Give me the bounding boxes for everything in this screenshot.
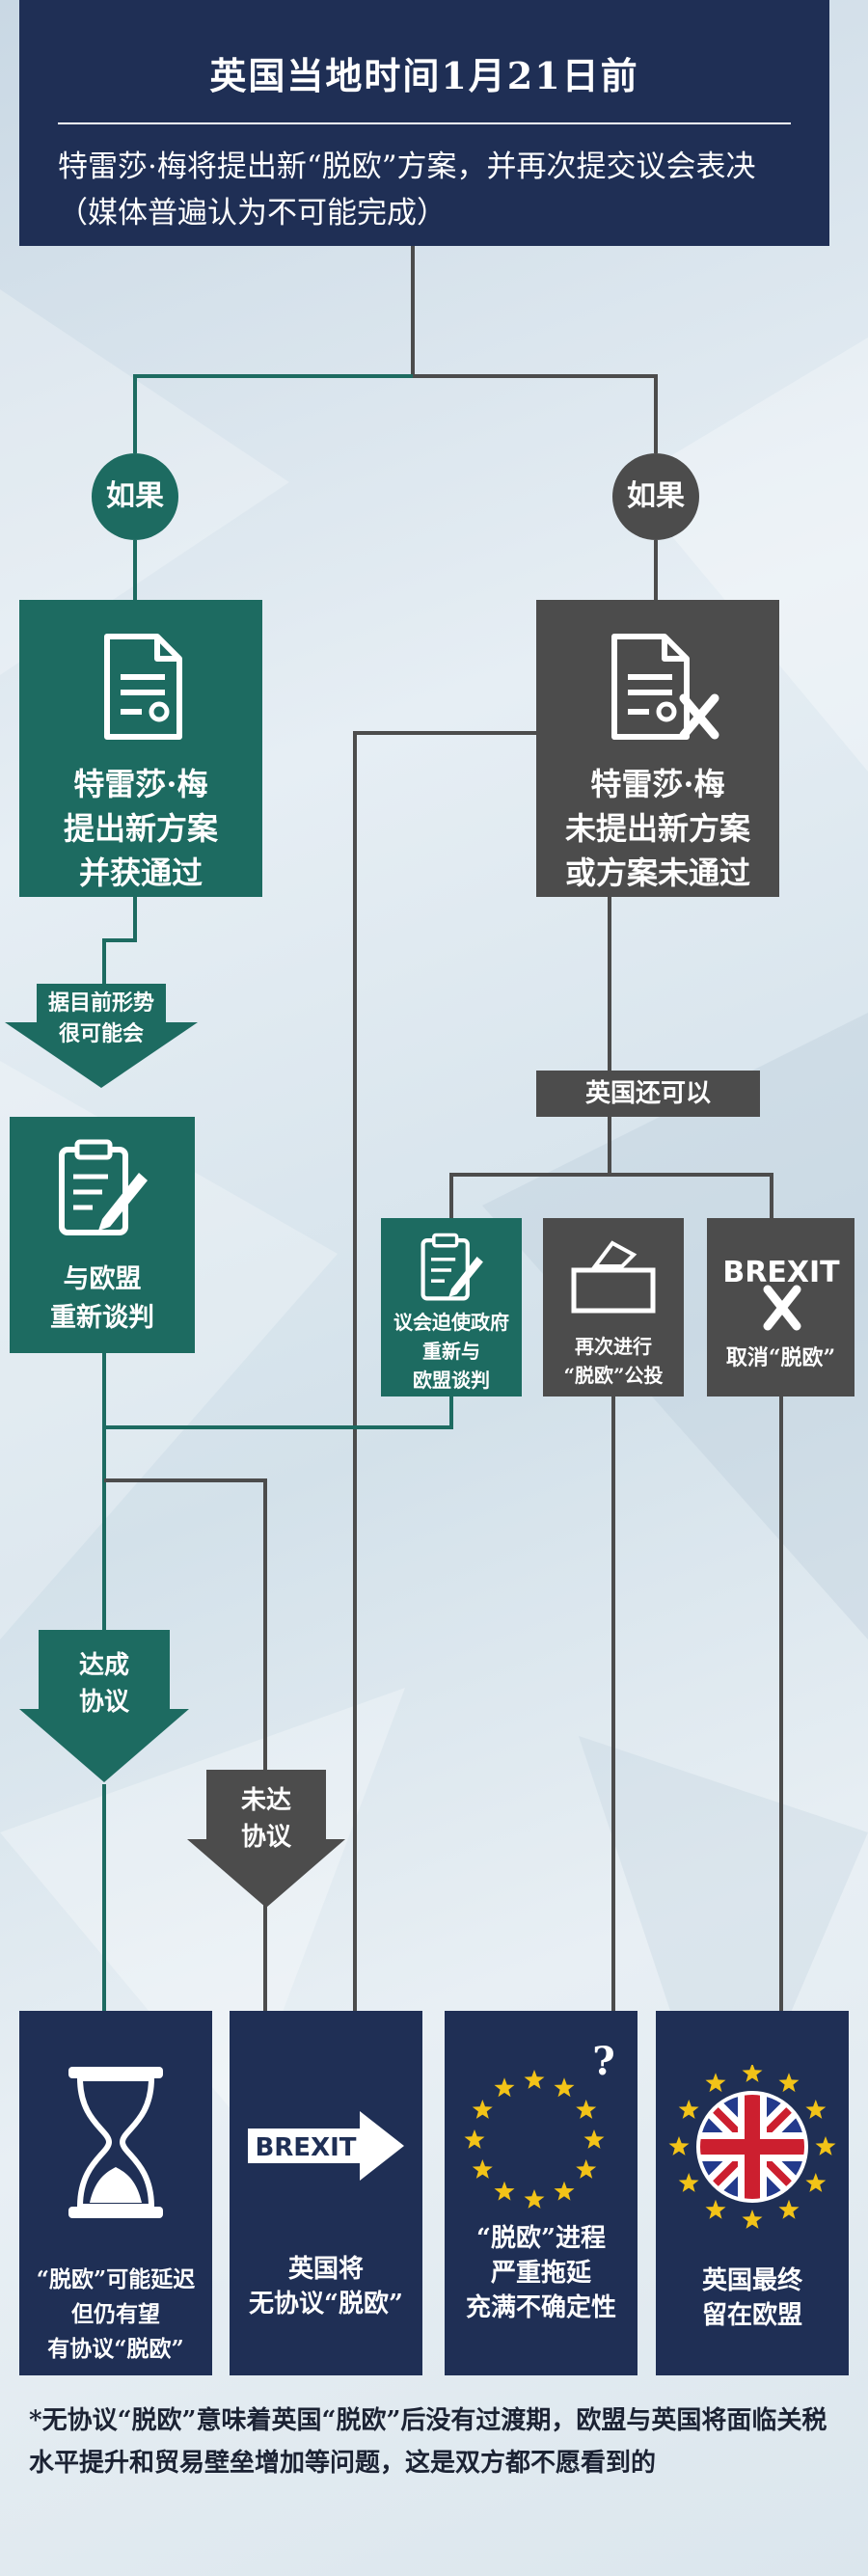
outcome-remain-line1: 英国最终: [701, 2266, 802, 2295]
header-divider: [58, 122, 791, 124]
option-referendum-line2: “脱欧”公投: [563, 1364, 664, 1387]
option-parliament-line1: 议会迫使政府: [393, 1311, 509, 1334]
clipboard-pen-icon: [59, 1139, 148, 1235]
deal-arrow-shape: [19, 1630, 189, 1782]
likely-arrow-line1: 据目前形势: [47, 990, 154, 1016]
header-box: 英国当地时间1月21日前 特雷莎·梅将提出新“脱欧”方案，并再次提交议会表决（媒…: [19, 0, 829, 246]
plan-failed-box: 特雷莎·梅 未提出新方案 或方案未通过: [536, 600, 779, 897]
eu-star-icon: [805, 2100, 827, 2119]
renegotiate-line2: 重新谈判: [50, 1303, 154, 1333]
uk-can-label: 英国还可以: [536, 1071, 760, 1117]
eu-star-icon: [742, 2210, 763, 2229]
eu-star-icon: [472, 2100, 493, 2119]
option-parliament-line2: 重新与: [422, 1340, 480, 1363]
clipboard-pen-icon: [420, 1233, 483, 1301]
option-parliament-line3: 欧盟谈判: [413, 1369, 490, 1392]
if-circle-left: 如果: [92, 453, 178, 540]
eu-star-icon: [472, 2159, 493, 2179]
eu-star-icon: [705, 2073, 726, 2093]
plan-passed-line3: 并获通过: [78, 854, 203, 891]
option-cancel-label: 取消“脱欧”: [725, 1345, 836, 1370]
brexit-arrow-icon: BREXIT: [248, 2111, 404, 2181]
likely-arrow-line2: 很可能会: [58, 1021, 144, 1046]
eu-star-icon: [494, 2077, 515, 2098]
outcome-remain-box: 英国最终 留在欧盟: [656, 2011, 849, 2375]
document-icon: [104, 634, 182, 740]
eu-star-icon: [742, 2065, 763, 2082]
eu-star-icon: [678, 2173, 699, 2192]
eu-star-icon: [464, 2129, 485, 2149]
option-referendum-line1: 再次进行: [575, 1335, 652, 1358]
eu-star-icon: [778, 2199, 800, 2219]
nodeal-arrow-shape: [187, 1770, 345, 1908]
nodeal-arrow-line1: 未达: [240, 1786, 291, 1815]
outcome-remain-line2: 留在欧盟: [701, 2301, 802, 2330]
nodeal-arrow-label: 未达 协议: [206, 1782, 326, 1856]
eu-star-icon: [778, 2073, 800, 2093]
renegotiate-box: 与欧盟 重新谈判: [10, 1117, 195, 1353]
deal-arrow-label: 达成 协议: [39, 1647, 170, 1721]
eu-stars-question-icon: ?: [464, 2039, 615, 2209]
deal-arrow-line2: 协议: [78, 1688, 129, 1717]
plan-passed-box: 特雷莎·梅 提出新方案 并获通过: [19, 600, 262, 897]
outcome-uncertain-line2: 严重拖延: [490, 2259, 591, 2288]
eu-star-icon: [524, 2189, 545, 2209]
question-mark-icon: ?: [592, 2039, 614, 2084]
outcome-uncertain-box: ? “脱欧”进程 严重拖延 充满不确定性: [445, 2011, 637, 2375]
eu-star-icon: [678, 2100, 699, 2119]
outcome-uncertain-line1: “脱欧”进程: [476, 2224, 606, 2253]
renegotiate-line1: 与欧盟: [63, 1264, 142, 1294]
ballot-box-icon: [571, 1240, 656, 1314]
eu-star-icon: [815, 2136, 836, 2156]
eu-star-icon: [705, 2199, 726, 2219]
outcome-delay-line1: “脱欧”可能延迟: [36, 2266, 196, 2292]
outcome-delay-line2: 但仍有望: [71, 2301, 160, 2327]
brexit-crossed-icon: BREXIT: [722, 1256, 840, 1331]
likely-arrow-label: 据目前形势 很可能会: [29, 988, 174, 1049]
cancel-brexit-word: BREXIT: [722, 1256, 840, 1289]
plan-failed-line1: 特雷莎·梅: [590, 766, 725, 802]
outcome-uncertain-line3: 充满不确定性: [465, 2293, 616, 2322]
eu-star-icon: [494, 2181, 515, 2201]
outcome-nodeal-box: BREXIT 英国将 无协议“脱欧”: [230, 2011, 422, 2375]
header-subtitle: 特雷莎·梅将提出新“脱欧”方案，并再次提交议会表决（媒体普遍认为不可能完成）: [58, 149, 756, 230]
outcome-delay-box: “脱欧”可能延迟 但仍有望 有协议“脱欧”: [19, 2011, 212, 2375]
eu-star-icon: [805, 2173, 827, 2192]
likely-arrow-shape: [5, 984, 198, 1088]
eu-star-icon: [554, 2181, 575, 2201]
nodeal-brexit-word: BREXIT: [255, 2133, 356, 2162]
deal-arrow-line1: 达成: [78, 1651, 129, 1680]
if-circle-right: 如果: [612, 453, 699, 540]
option-parliament-box: 议会迫使政府 重新与 欧盟谈判: [381, 1218, 522, 1396]
option-referendum-box: 再次进行 “脱欧”公投: [543, 1218, 684, 1396]
hourglass-icon: [68, 2067, 163, 2218]
footnote: *无协议“脱欧”意味着英国“脱欧”后没有过渡期，欧盟与英国将面临关税水平提升和贸…: [29, 2406, 827, 2478]
option-cancel-box: BREXIT 取消“脱欧”: [707, 1218, 854, 1396]
outcome-delay-line3: 有协议“脱欧”: [47, 2336, 184, 2362]
eu-star-icon: [524, 2070, 545, 2089]
plan-passed-line1: 特雷莎·梅: [73, 766, 208, 802]
plan-failed-line3: 或方案未通过: [564, 854, 750, 891]
plan-failed-line2: 未提出新方案: [564, 810, 750, 847]
nodeal-arrow-line2: 协议: [240, 1823, 291, 1852]
document-rejected-icon: [611, 634, 719, 740]
eu-star-icon: [576, 2159, 597, 2179]
outcome-nodeal-line1: 英国将: [287, 2255, 364, 2284]
plan-passed-line2: 提出新方案: [63, 810, 218, 847]
eu-star-icon: [554, 2077, 575, 2098]
header-title: 英国当地时间1月21日前: [209, 54, 639, 97]
outcome-nodeal-line2: 无协议“脱欧”: [249, 2290, 403, 2318]
eu-star-icon: [668, 2136, 690, 2156]
uk-flag-eu-stars-icon: [668, 2065, 836, 2229]
eu-star-icon: [576, 2100, 597, 2119]
eu-star-icon: [583, 2129, 605, 2149]
